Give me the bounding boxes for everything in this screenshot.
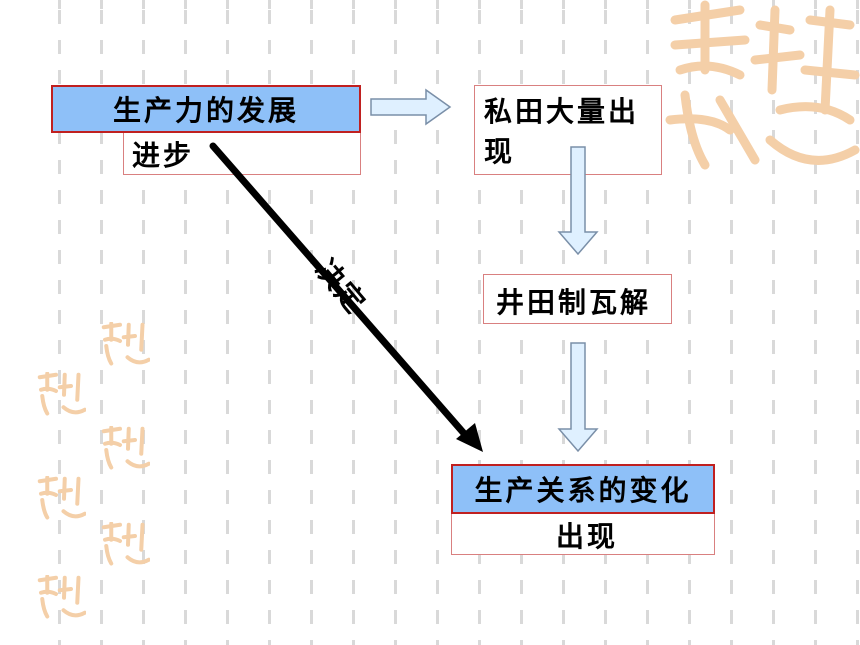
node-relations-sub-box (451, 510, 715, 555)
watermark-seal-small-1 (101, 322, 150, 366)
watermark-seal-small-4 (37, 476, 86, 520)
node-relations-sub: 出现 (556, 520, 619, 553)
node-relations-title: 生产关系的变化 (474, 474, 692, 507)
arrow-productivity-to-private-land (370, 88, 452, 126)
arrow-determine-head (456, 423, 483, 452)
arrow-private-land-to-jingtian (557, 146, 599, 256)
node-private-land-title: 私田大量出现 (484, 95, 640, 168)
node-jingtian-title: 井田制瓦解 (496, 286, 652, 319)
watermark-seal-small-6 (37, 575, 86, 619)
watermark-seal-small-5 (101, 522, 150, 566)
node-productivity-sub-box (123, 128, 361, 175)
node-private-land-box (474, 85, 662, 175)
watermark-seal-small-2 (37, 372, 86, 416)
node-productivity-sub: 进步 (132, 139, 195, 172)
node-relations-title-box: 生产关系的变化 (451, 464, 715, 514)
watermark-seal-small-3 (101, 426, 150, 470)
arrow-determine-line (209, 142, 472, 442)
node-productivity-title: 生产力的发展 (112, 94, 299, 127)
node-productivity-title-box: 生产力的发展 (51, 85, 361, 133)
arrow-jingtian-to-relations (557, 342, 599, 453)
watermark-seal-large (665, 0, 860, 170)
node-jingtian-box (483, 274, 672, 324)
